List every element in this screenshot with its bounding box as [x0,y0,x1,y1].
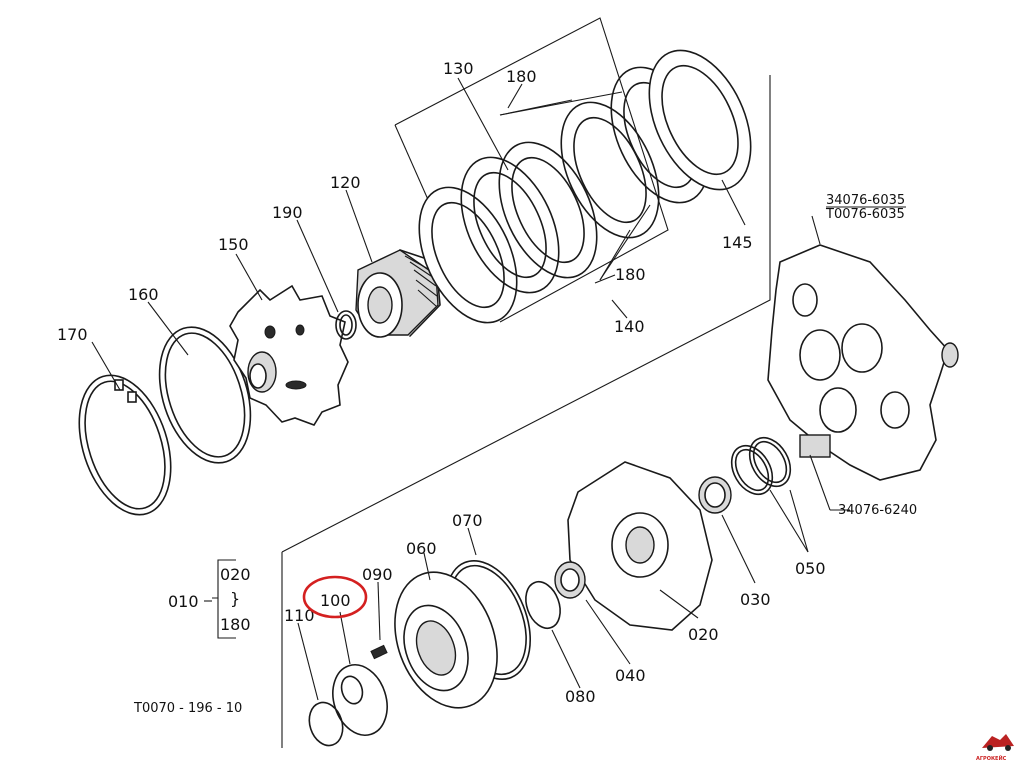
part-160-ring [158,326,252,464]
label-010: 010 [168,592,199,611]
ref-housing-1: 34076-6035 [826,193,905,208]
label-145: 145 [722,233,753,252]
label-090: 090 [362,565,393,584]
part-030-bearing [698,476,756,584]
ref-housing-2: T0076-6035 [825,207,905,222]
part-100-washer [332,611,388,736]
label-130: 130 [443,59,474,78]
part-140-disc-stack [418,49,752,324]
watermark-text: АГРОКЕЙС [976,754,1007,762]
label-180b: 180 [506,67,537,86]
label-020b: 020 [688,625,719,644]
part-170-snap-ring [78,374,172,516]
label-140: 140 [614,317,645,336]
highlight-circle-100 [302,575,368,619]
group-010-bracket [204,559,236,639]
part-190-snap-ring [335,310,357,340]
part-060-piston [394,552,498,709]
label-040: 040 [615,666,646,685]
label-080: 080 [565,687,596,706]
part-040-bearing [554,561,631,665]
ref-shaft: 34076-6240 [838,503,917,518]
label-030: 030 [740,590,771,609]
label-150: 150 [218,235,249,254]
label-160: 160 [128,285,159,304]
label-180a: 180 [220,615,251,634]
label-100: 100 [320,591,351,610]
label-020a: 020 [220,565,251,584]
drawing-number: T0070 - 196 - 10 [133,701,242,716]
label-170: 170 [57,325,88,344]
watermark-logo: АГРОКЕЙС [976,734,1014,762]
label-050: 050 [795,559,826,578]
label-180c: 180 [615,265,646,284]
label-tilde: } [230,589,240,608]
label-110: 110 [284,606,315,625]
label-190: 190 [272,203,303,222]
label-120: 120 [330,173,361,192]
part-120-clutch-hub [355,249,441,338]
part-150-pressure-plate [229,284,349,426]
part-050-rings [730,436,809,553]
part-080-o-ring [525,580,581,689]
part-110-circlip [297,622,344,747]
transmission-housing [767,215,959,481]
leader-lines [91,77,850,511]
label-070: 070 [452,511,483,530]
part-020-clutch-drum [567,461,713,631]
part-090-spring [370,581,388,660]
label-060: 060 [406,539,437,558]
